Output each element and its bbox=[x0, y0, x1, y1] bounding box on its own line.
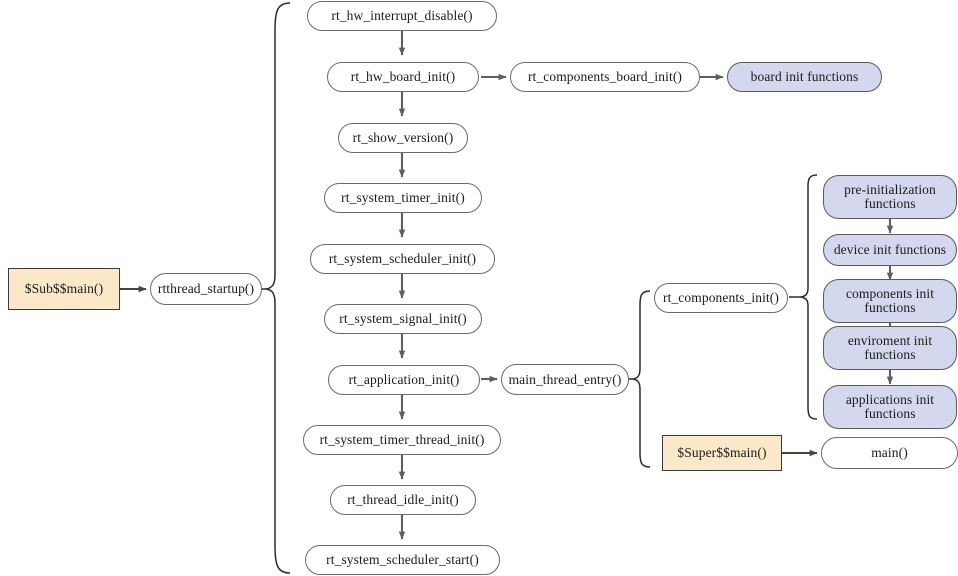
node-rt-system-timer-init[interactable]: rt_system_timer_init() bbox=[324, 183, 482, 213]
node-label: enviroment init functions bbox=[847, 333, 933, 362]
node-rt-system-scheduler-init[interactable]: rt_system_scheduler_init() bbox=[310, 244, 495, 274]
node-label: rt_show_version() bbox=[352, 130, 454, 145]
node-rtthread-startup-label: rtthread_startup() bbox=[157, 281, 255, 296]
node-label: rt_components_board_init() bbox=[527, 69, 683, 84]
node-enviroment-init-functions[interactable]: enviroment init functions bbox=[823, 326, 957, 370]
node-label: rt_components_init() bbox=[663, 290, 779, 305]
node-rt-components-init[interactable]: rt_components_init() bbox=[654, 283, 788, 313]
node-rt-application-init[interactable]: rt_application_init() bbox=[328, 365, 480, 395]
node-super-main-label: $Super$$main() bbox=[677, 445, 767, 460]
node-sub-main-label: $Sub$$main() bbox=[24, 281, 104, 296]
node-label: rt_hw_board_init() bbox=[350, 69, 456, 84]
node-rt-components-board-init[interactable]: rt_components_board_init() bbox=[510, 62, 700, 92]
node-label: rt_system_timer_init() bbox=[341, 190, 465, 205]
node-label: rt_thread_idle_init() bbox=[347, 492, 459, 507]
node-device-init-functions[interactable]: device init functions bbox=[823, 234, 957, 266]
node-rt-show-version[interactable]: rt_show_version() bbox=[338, 123, 468, 153]
node-board-init-functions[interactable]: board init functions bbox=[727, 62, 882, 92]
node-label: rt_system_timer_thread_init() bbox=[319, 432, 485, 447]
node-label: rt_hw_interrupt_disable() bbox=[331, 8, 473, 23]
node-main-thread-entry[interactable]: main_thread_entry() bbox=[501, 364, 629, 395]
node-label: main() bbox=[871, 445, 908, 460]
node-sub-main[interactable]: $Sub$$main() bbox=[8, 268, 120, 310]
node-super-main[interactable]: $Super$$main() bbox=[662, 435, 782, 471]
node-label: board init functions bbox=[750, 69, 859, 84]
node-rt-system-signal-init[interactable]: rt_system_signal_init() bbox=[324, 304, 482, 334]
node-label: applications init functions bbox=[845, 392, 935, 421]
node-components-init-functions[interactable]: components init functions bbox=[823, 279, 957, 323]
node-rt-hw-board-init[interactable]: rt_hw_board_init() bbox=[327, 62, 479, 92]
node-rtthread-startup[interactable]: rtthread_startup() bbox=[150, 273, 262, 305]
node-label: main_thread_entry() bbox=[508, 371, 622, 387]
node-rt-thread-idle-init[interactable]: rt_thread_idle_init() bbox=[330, 485, 476, 515]
node-label: device init functions bbox=[833, 242, 947, 257]
node-main[interactable]: main() bbox=[821, 437, 958, 469]
node-rt-system-scheduler-start[interactable]: rt_system_scheduler_start() bbox=[305, 545, 500, 575]
node-label: rt_system_signal_init() bbox=[339, 311, 467, 326]
node-label: rt_system_scheduler_start() bbox=[326, 552, 479, 567]
node-pre-initialization-functions[interactable]: pre-initialization functions bbox=[823, 175, 957, 219]
node-label: pre-initialization functions bbox=[844, 182, 936, 211]
node-label: components init functions bbox=[845, 286, 935, 315]
node-rt-hw-interrupt-disable[interactable]: rt_hw_interrupt_disable() bbox=[307, 1, 497, 31]
node-rt-system-timer-thread-init[interactable]: rt_system_timer_thread_init() bbox=[303, 425, 501, 455]
node-applications-init-functions[interactable]: applications init functions bbox=[823, 385, 957, 429]
node-label: rt_application_init() bbox=[348, 372, 460, 387]
node-label: rt_system_scheduler_init() bbox=[328, 251, 477, 266]
